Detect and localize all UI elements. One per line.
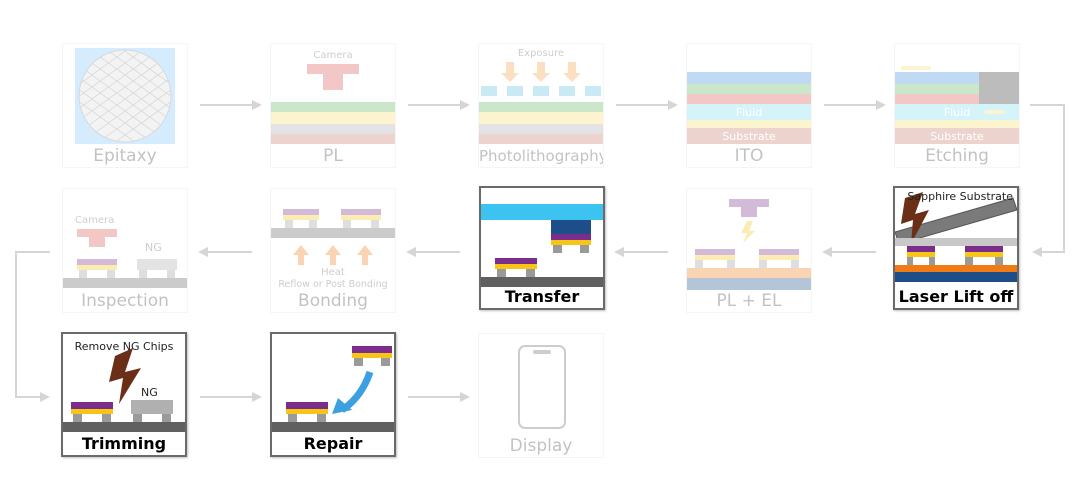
step-epitaxy: Epitaxy	[62, 43, 188, 168]
step-display: Display	[478, 333, 604, 458]
camera-note: Camera	[313, 50, 353, 61]
step-bonding: Heat Reflow or Post Bonding Bonding	[270, 188, 396, 313]
exposure-note: Exposure	[517, 48, 565, 59]
ng-note: NG	[145, 241, 162, 254]
laser-lift-off-icon	[895, 192, 1017, 282]
ng-note: NG	[141, 386, 158, 399]
step-label: Laser Lift off	[898, 287, 1014, 306]
step-etching: Fluid Substrate Etching	[894, 43, 1020, 168]
ito-layers-icon	[687, 72, 811, 144]
step-inspection: Camera NG Inspection	[62, 188, 188, 313]
step-label: PL	[323, 146, 343, 166]
step-label: Trimming	[81, 434, 167, 453]
arrow-down-right-icon	[15, 251, 50, 398]
step-label: Repair	[303, 434, 363, 453]
sapphire-substrate-note: Sapphire Substrate	[907, 190, 1013, 203]
inspection-icon	[63, 229, 187, 288]
fluid-layer-label: Fluid	[735, 106, 763, 119]
step-laser-lift-off: Sapphire Substrate Laser Lift off	[893, 186, 1019, 310]
pl-el-icon	[687, 199, 811, 290]
step-label: Photolithography	[479, 147, 604, 165]
remove-ng-note: Remove NG Chips	[74, 340, 174, 353]
camera-note: Camera	[75, 215, 115, 226]
substrate-layer-label: Substrate	[722, 130, 776, 143]
epitaxy-wafer-icon	[75, 48, 175, 144]
repair-icon	[272, 346, 394, 432]
step-label: Bonding	[298, 291, 368, 311]
step-transfer: Transfer	[479, 186, 605, 310]
trimming-icon	[63, 348, 185, 432]
step-label: Inspection	[81, 291, 169, 311]
step-pl: Camera PL	[270, 43, 396, 168]
etching-layers-icon	[895, 66, 1019, 144]
step-photolithography: Exposure Photolithography	[478, 43, 604, 168]
reflow-note: Reflow or Post Bonding	[278, 279, 388, 290]
substrate-layer-label: Substrate	[930, 130, 984, 143]
step-trimming: Remove NG Chips NG Trimming	[61, 332, 187, 457]
step-label: ITO	[734, 146, 764, 166]
step-label: Etching	[925, 146, 989, 166]
fluid-layer-label: Fluid	[943, 106, 971, 119]
step-repair: Repair	[270, 332, 396, 457]
exposure-arrows-icon	[479, 62, 603, 144]
step-label: Transfer	[504, 287, 580, 306]
step-label: PL + EL	[716, 291, 782, 311]
step-label: Epitaxy	[93, 146, 157, 166]
bonding-heat-icon	[271, 209, 395, 265]
arrow-down-left-icon	[1030, 104, 1065, 253]
pl-layers-icon	[271, 64, 395, 144]
step-ito: Fluid Substrate ITO	[686, 43, 812, 168]
heat-note: Heat	[321, 267, 345, 278]
step-pl-el: PL + EL	[686, 188, 812, 313]
phone-icon	[518, 345, 566, 429]
transfer-icon	[481, 204, 603, 287]
step-label: Display	[509, 436, 573, 456]
